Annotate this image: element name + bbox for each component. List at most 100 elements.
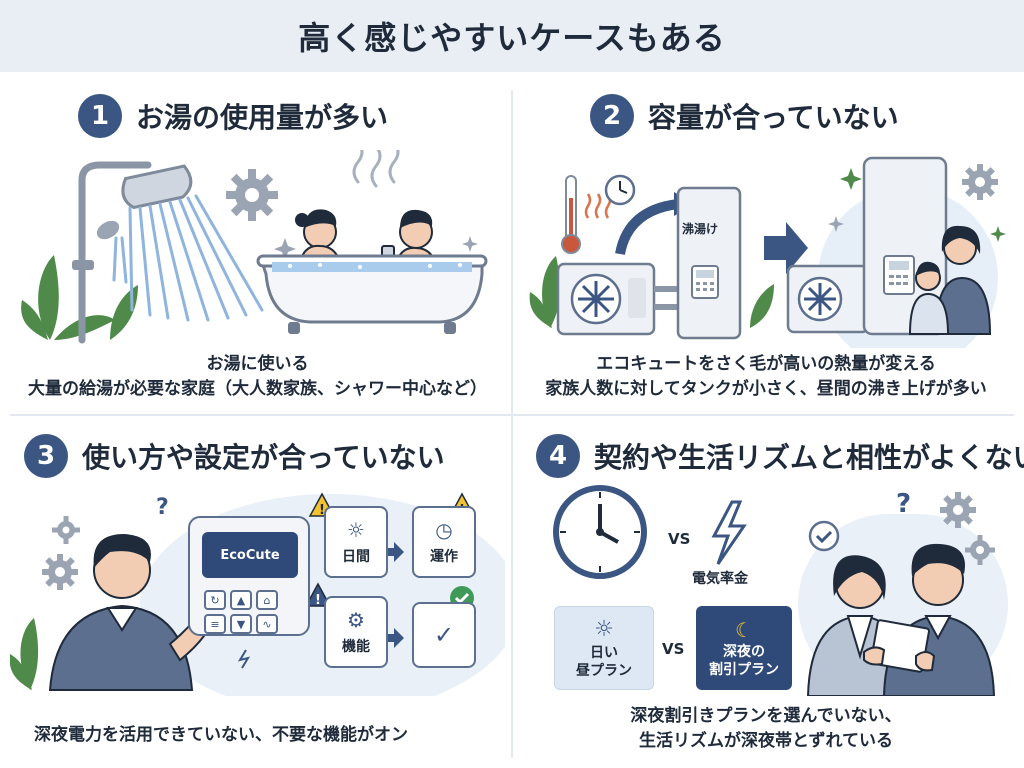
- panel-4-caption-line-1: 深夜割引きプランを選んでいない、: [630, 706, 902, 726]
- steam-icon: [352, 150, 400, 188]
- shower-bath-illustration: [21, 150, 488, 344]
- vs-label-bottom: VS: [662, 640, 685, 658]
- spark-icon: [237, 649, 251, 669]
- horizontal-divider: [10, 414, 1014, 416]
- panel-1-caption-line-1: お湯に使いる: [206, 354, 309, 374]
- panel-3-heading: 3 使い方や設定が合っていない: [24, 434, 445, 478]
- arrow-right-icon: [384, 542, 404, 648]
- thermometer-icon: [561, 175, 581, 254]
- shower-icon: [78, 161, 152, 344]
- bathtub-icon: [256, 254, 488, 334]
- plan-day-line-2: 昼プラン: [576, 663, 632, 680]
- gear-icon: [226, 169, 278, 221]
- plant-leaves-icon: [529, 256, 774, 328]
- setting-box-function-label: 機能: [342, 639, 370, 655]
- setting-box-function: ⚙ 機能: [324, 596, 388, 668]
- arrow-right-icon: [764, 222, 808, 274]
- small-tank-icon: [676, 186, 742, 340]
- couple-icon: [806, 543, 996, 696]
- panel-4-caption: 深夜割引きプランを選んでいない、 生活リズムが深夜帯とずれている: [518, 704, 1014, 753]
- panel-contract-lifestyle: 4 契約や生活リズムと相性がよくない: [518, 420, 1024, 765]
- question-mark-icon: ?: [896, 489, 911, 519]
- check-circle-icon: ✓: [433, 621, 455, 649]
- panel-2-caption: エコキュートをさく毛が高いの熱量が変える 家族人数に対してタンクが小さく、昼間の…: [518, 352, 1014, 401]
- panel-1-number-badge: 1: [78, 94, 122, 138]
- panel-2-caption-line-2: 家族人数に対してタンクが小さく、昼間の沸き上げが多い: [545, 378, 987, 399]
- heat-pump-unit-icon: [556, 262, 656, 336]
- water-spray-icon: [112, 194, 264, 322]
- panel-usage-settings: 3 使い方や設定が合っていない ?: [10, 420, 505, 765]
- shower-head-icon: [121, 164, 193, 210]
- sparkle-icon: [274, 236, 478, 260]
- plan-day-line-1: 日い: [590, 645, 618, 662]
- gear-icon: [42, 554, 78, 590]
- heat-pump-unit-icon: [786, 264, 870, 334]
- tank-label: 沸湯け: [682, 222, 719, 236]
- plan-night-line-2: 割引プラン: [709, 662, 779, 678]
- electric-rate-label: 電気率金: [692, 571, 748, 587]
- page-title: 高く感じやすいケースもある: [298, 19, 726, 57]
- gear-icon: ⚙: [347, 608, 365, 632]
- gear-icon: [965, 535, 995, 565]
- lightning-icon: [711, 500, 747, 565]
- remote-mode-button[interactable]: ↻: [204, 590, 226, 610]
- contract-illustration: ?: [553, 485, 1008, 696]
- gear-icon: [52, 516, 80, 544]
- panel-3-title: 使い方や設定が合っていない: [82, 441, 445, 474]
- vs-label-top: VS: [668, 530, 691, 548]
- panel-3-caption-line-1: 深夜電力を活用できていない、不要な機能がオン: [34, 725, 408, 745]
- remote-screen: EcoCute: [202, 532, 298, 578]
- question-mark-icon: ?: [156, 495, 169, 520]
- gear-icon: [940, 492, 976, 528]
- remote-screen-label: EcoCute: [220, 547, 280, 563]
- panel-1-caption: お湯に使いる 大量の給湯が必要な家庭（大人数家族、シャワー中心など）: [10, 352, 505, 401]
- setting-box-day: ☼ 日間: [324, 506, 388, 578]
- night-discount-plan-card: ☾ 深夜の 割引プラン: [696, 606, 792, 690]
- sun-icon: ☼: [594, 616, 614, 642]
- vertical-divider: [511, 90, 513, 758]
- moon-icon: ☾: [735, 617, 753, 642]
- sparkle-icon: [840, 168, 1006, 242]
- family-icon: [908, 225, 992, 335]
- panel-2-heading: 2 容量が合っていない: [590, 94, 899, 138]
- panel-2-title: 容量が合っていない: [648, 101, 899, 134]
- panel-capacity-mismatch: 2 容量が合っていない: [518, 80, 1014, 410]
- gear-icon: [962, 164, 998, 200]
- remote-up-button[interactable]: ▲: [230, 590, 252, 610]
- svg-text:!: !: [319, 503, 325, 518]
- setting-box-operation-label: 運作: [430, 549, 458, 565]
- clock-icon: ◷: [435, 518, 453, 542]
- remote-controller[interactable]: EcoCute ↻ ▲ ⌂ ≡ ▼ ∿: [188, 516, 310, 636]
- svg-text:!: !: [315, 593, 321, 608]
- remote-menu-button[interactable]: ≡: [204, 614, 226, 634]
- panel-3-number-badge: 3: [24, 434, 68, 478]
- remote-option-button[interactable]: ∿: [256, 614, 278, 634]
- daytime-plan-card: ☼ 日い 昼プラン: [554, 606, 654, 690]
- curved-arrow-icon: [615, 199, 679, 256]
- panel-2-number-badge: 2: [590, 94, 634, 138]
- setting-box-check: ✓: [412, 602, 476, 668]
- panel-4-caption-line-2: 生活リズムが深夜帯とずれている: [639, 730, 893, 751]
- clock-icon: [553, 485, 647, 579]
- panel-2-caption-line-1: エコキュートをさく毛が高いの熱量が変える: [596, 354, 936, 374]
- panel-1-caption-line-2: 大量の給湯が必要な家庭（大人数家族、シャワー中心など）: [28, 378, 487, 399]
- panel-4-title: 契約や生活リズムと相性がよくない: [594, 441, 1024, 474]
- panel-1-heading: 1 お湯の使用量が多い: [78, 94, 388, 138]
- plant-leaves-icon: [10, 618, 39, 690]
- panel-hot-water-usage: 1 お湯の使用量が多い: [10, 80, 505, 410]
- setting-box-operation: ◷ 運作: [412, 506, 476, 578]
- plan-night-line-1: 深夜の: [723, 643, 765, 660]
- panel-3-caption: 深夜電力を活用できていない、不要な機能がオン: [34, 723, 504, 748]
- heat-icon: [584, 193, 612, 219]
- sun-icon: ☼: [347, 518, 365, 542]
- remote-home-button[interactable]: ⌂: [256, 590, 278, 610]
- panel-1-title: お湯の使用量が多い: [136, 101, 389, 134]
- panel-4-number-badge: 4: [536, 434, 580, 478]
- panel-4-heading: 4 契約や生活リズムと相性がよくない: [536, 434, 1024, 478]
- check-bubble-icon: [808, 520, 840, 552]
- header-banner: 高く感じやすいケースもある: [0, 0, 1024, 72]
- setting-box-day-label: 日間: [342, 549, 370, 565]
- remote-down-button[interactable]: ▼: [230, 614, 252, 634]
- clock-icon: [604, 174, 636, 206]
- water-heater-illustration: [529, 156, 1006, 348]
